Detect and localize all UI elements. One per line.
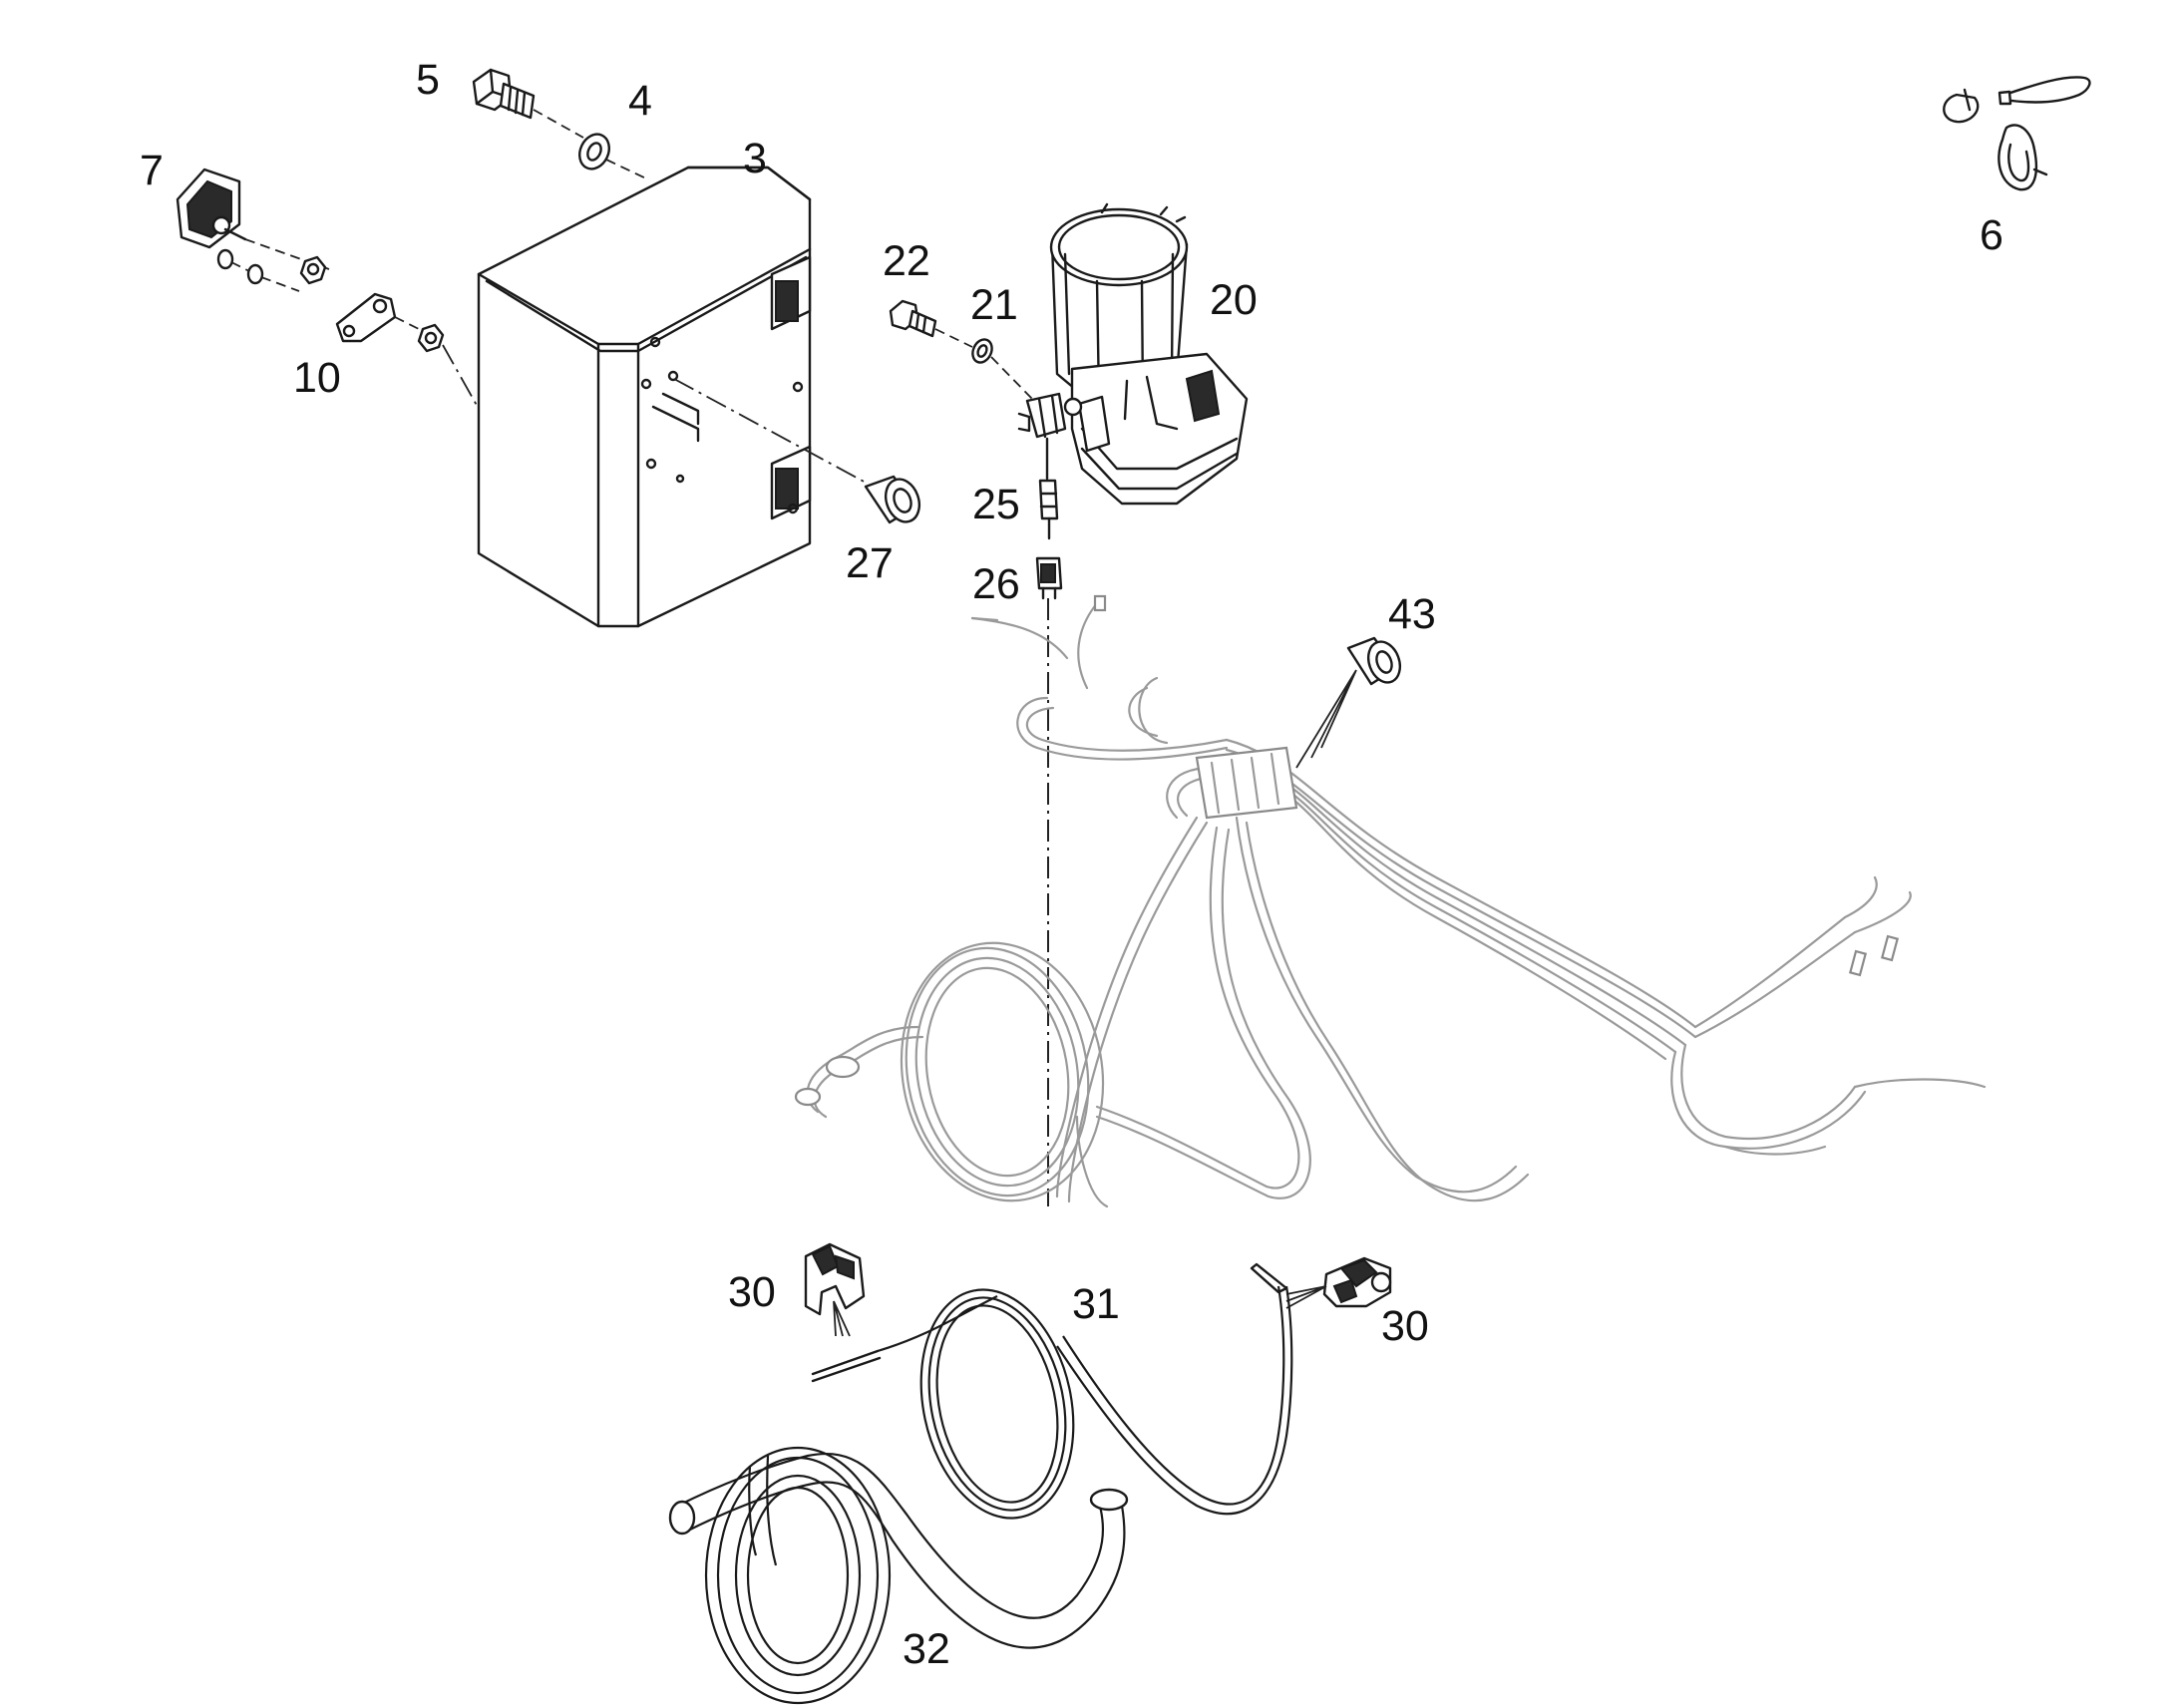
callout-27: 27: [846, 539, 894, 587]
part-25-fitting: [1038, 437, 1059, 540]
callout-20: 20: [1210, 276, 1258, 324]
callout-6: 6: [1980, 211, 2003, 259]
part-30-clip-right: [1285, 1256, 1392, 1309]
part-31-cable: [811, 1262, 1293, 1520]
callout-30-left: 30: [728, 1268, 776, 1316]
part-32-hose: [668, 1446, 1129, 1705]
part-22-bolt: [889, 299, 973, 348]
callout-21: 21: [970, 281, 1018, 329]
callout-32: 32: [903, 1625, 950, 1673]
callout-3: 3: [743, 135, 767, 182]
part-3-cabinet: [477, 166, 812, 628]
wiring-harness: [794, 594, 1987, 1208]
callout-10: 10: [293, 354, 341, 402]
part-6-cable-ties: [1943, 76, 2091, 191]
part-10-bracket: [335, 292, 480, 410]
callout-22: 22: [883, 237, 930, 285]
callout-31: 31: [1072, 1280, 1120, 1328]
callout-7: 7: [140, 147, 164, 194]
callout-5: 5: [416, 56, 440, 104]
part-27-grommet: [673, 378, 921, 524]
part-43-grommet: [1295, 636, 1402, 769]
part-30-clip-left: [804, 1242, 866, 1337]
callout-25: 25: [972, 481, 1020, 528]
part-26-fitting: [1035, 556, 1063, 600]
part-4-washer: [578, 133, 649, 180]
callout-26: 26: [972, 560, 1020, 608]
callout-30-right: 30: [1381, 1302, 1429, 1350]
part-21-washer: [971, 338, 1033, 400]
part-5-bolt: [472, 68, 584, 139]
part-7-lamp: [176, 168, 330, 292]
part-20-pump: [1017, 202, 1249, 506]
callout-4: 4: [628, 77, 652, 125]
callout-43: 43: [1388, 590, 1436, 638]
